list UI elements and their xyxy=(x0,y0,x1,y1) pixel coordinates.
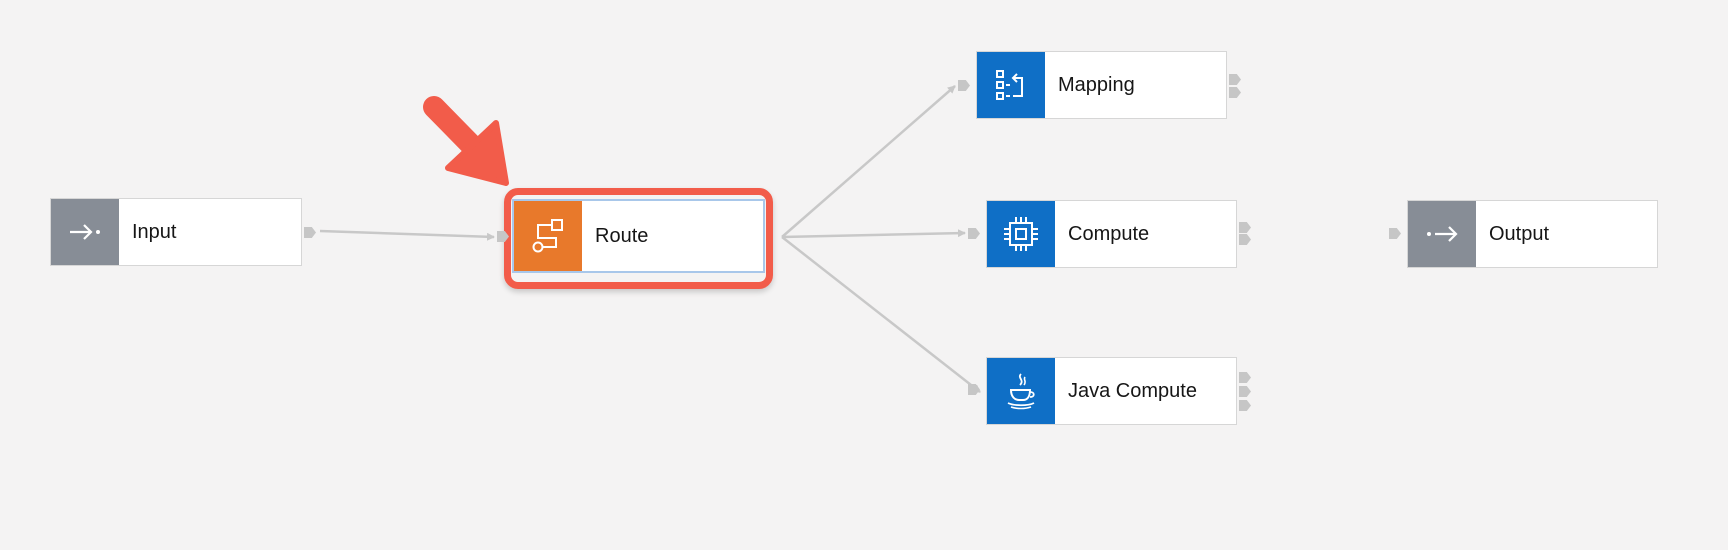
compute-node[interactable]: Compute xyxy=(986,200,1237,268)
mapping-node[interactable]: Mapping xyxy=(976,51,1227,119)
node-label: Compute xyxy=(1068,222,1150,245)
mapping-icon xyxy=(977,52,1045,118)
connector-input-route[interactable] xyxy=(319,229,495,241)
cpu-chip-icon xyxy=(987,201,1055,267)
input-terminal[interactable] xyxy=(968,228,980,239)
java-cup-icon xyxy=(987,358,1055,424)
output-terminal[interactable] xyxy=(1229,74,1241,85)
output-terminal[interactable] xyxy=(1229,87,1241,98)
connector-route-mapping[interactable] xyxy=(781,85,956,238)
input-terminal[interactable] xyxy=(497,231,509,242)
input-node[interactable]: Input xyxy=(50,198,302,266)
node-label: Input xyxy=(132,220,177,243)
connector-route-java-compute[interactable] xyxy=(781,236,981,393)
output-arrow-icon xyxy=(1408,201,1476,267)
output-terminal[interactable] xyxy=(304,227,316,238)
node-label: Route xyxy=(595,224,649,247)
route-node[interactable]: Route xyxy=(512,199,765,273)
output-terminal[interactable] xyxy=(1239,386,1251,397)
node-label: Mapping xyxy=(1058,73,1135,96)
input-terminal[interactable] xyxy=(958,80,970,91)
node-label: Java Compute xyxy=(1068,379,1197,402)
node-label: Output xyxy=(1489,222,1550,245)
input-terminal[interactable] xyxy=(968,384,980,395)
output-terminal[interactable] xyxy=(1239,222,1251,233)
red-arrow-pointer xyxy=(423,96,509,186)
output-terminal[interactable] xyxy=(1239,400,1251,411)
output-terminal[interactable] xyxy=(1239,234,1251,245)
output-terminal[interactable] xyxy=(1239,372,1251,383)
connector-route-compute[interactable] xyxy=(781,229,966,239)
selection-highlight xyxy=(504,188,773,289)
input-arrow-icon xyxy=(51,199,119,265)
java-compute-node[interactable]: Java Compute xyxy=(986,357,1237,425)
route-icon xyxy=(514,201,582,271)
input-terminal[interactable] xyxy=(1389,228,1401,239)
output-node[interactable]: Output xyxy=(1407,200,1658,268)
